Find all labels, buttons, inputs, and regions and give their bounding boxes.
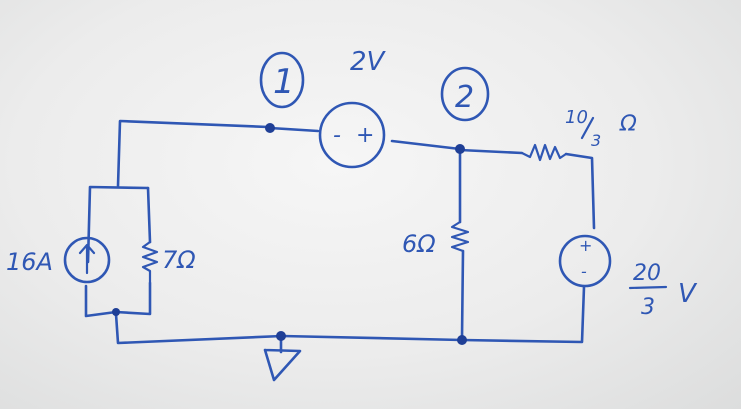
vsource-20-3-numerator: 20 (633, 261, 661, 286)
wire-right-bottom (460, 285, 586, 344)
vsource-20-3-plus: + (579, 236, 592, 255)
wire-right-top (564, 152, 596, 230)
ground-node-dot (276, 331, 286, 341)
resistor-10-3-unit: Ω (619, 112, 637, 137)
vsource-20-3-unit: V (678, 279, 698, 309)
voltage-source-20-3v (558, 234, 612, 288)
ground-symbol (263, 335, 302, 382)
current-source-arrow (78, 243, 96, 275)
node-1-dot (265, 123, 275, 133)
node-2-dot (455, 144, 465, 154)
node-2-label-circle (440, 66, 490, 122)
wire-node2-to-resistor (458, 148, 524, 155)
resistor-7-ohm-label: 7Ω (162, 246, 196, 274)
resistor-10-3-ohm (520, 143, 568, 162)
vsource-20-3-minus: - (581, 262, 587, 281)
bottom-left-node-dot (112, 308, 120, 316)
fraction-bar-right (628, 285, 668, 290)
resistor-6-ohm-label: 6Ω (402, 230, 436, 258)
wire-mid-bottom (460, 249, 465, 340)
node-2-label: 2 (455, 80, 474, 115)
wire-vsource-to-node2 (390, 139, 462, 151)
resistor-7-ohm (141, 240, 159, 285)
vsource-2v-minus: - (333, 123, 341, 148)
wire-7ohm-top (146, 186, 152, 244)
vsource-2v-label: 2V (350, 47, 387, 77)
vsource-2v-plus: + (356, 123, 374, 148)
fraction-slash-resistor (580, 116, 595, 140)
resistor-10-3-denominator: 3 (591, 131, 601, 150)
voltage-source-2v (318, 101, 386, 169)
bottom-right-node-dot (457, 335, 467, 345)
node-1-label: 1 (273, 62, 295, 102)
resistor-10-3-numerator: 10 (565, 107, 588, 128)
current-source-16a (63, 236, 111, 284)
node-1-label-circle (259, 51, 305, 109)
resistor-6-ohm (450, 220, 470, 253)
wire-left-box (86, 185, 150, 264)
current-source-label: 16A (6, 248, 53, 276)
wire-node1-to-vsource (268, 126, 320, 133)
vsource-20-3-denominator: 3 (641, 295, 655, 320)
wire-top-left (116, 119, 270, 188)
wire-bottom (114, 312, 464, 345)
